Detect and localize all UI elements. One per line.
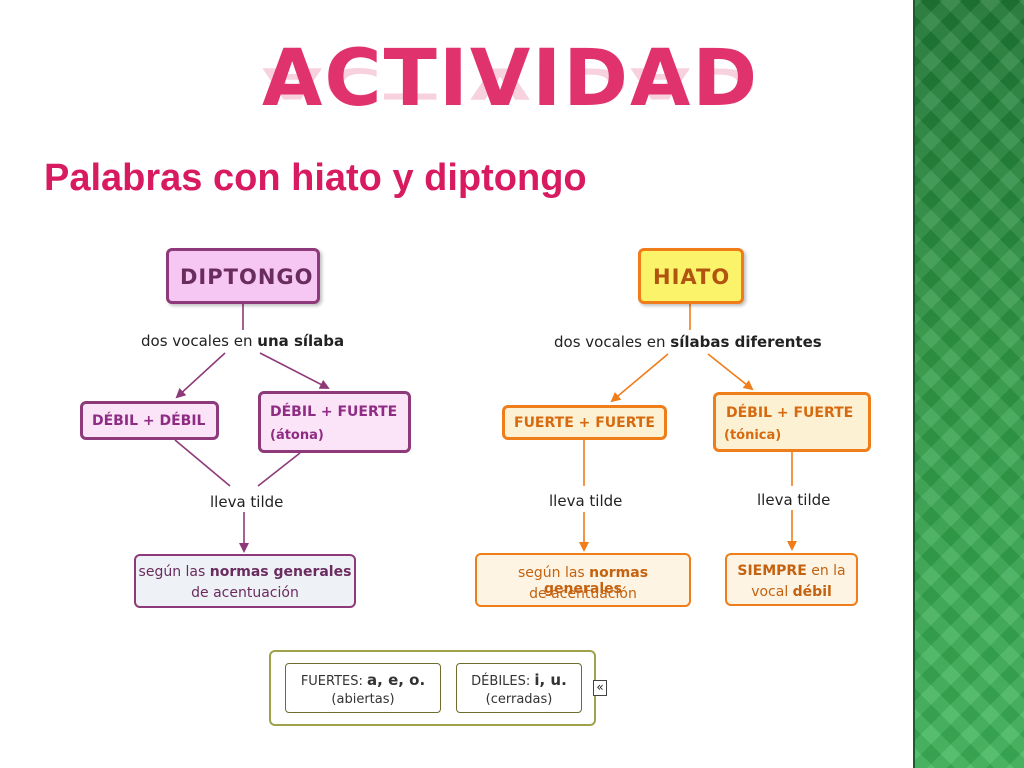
diptongo-result-line2: de acentuación	[191, 585, 299, 601]
connector-debil-fuerte-tilde	[257, 452, 301, 487]
debil-debil-label: DÉBIL + DÉBIL	[92, 413, 206, 429]
atona-label: (átona)	[270, 428, 324, 443]
arrow-to-debil-debil	[175, 352, 226, 399]
fuerte-fuerte-label: FUERTE + FUERTE	[514, 415, 655, 431]
diptongo-description: dos vocales en una sílaba	[141, 332, 345, 350]
connector-debil-debil-tilde	[174, 439, 231, 487]
diptongo-connector-label: lleva tilde	[210, 493, 284, 511]
hiato-description: dos vocales en sílabas diferentes	[554, 333, 822, 351]
tonica-label: (tónica)	[724, 428, 782, 443]
decorative-side-strip	[913, 0, 1024, 768]
vowels-legend: FUERTES: a, e, o. (abiertas) DÉBILES: i,…	[269, 650, 596, 726]
page-subtitle: Palabras con hiato y diptongo	[44, 157, 587, 199]
debil-debil-box: DÉBIL + DÉBIL	[80, 401, 219, 440]
hiato-left-connector-label: lleva tilde	[549, 492, 623, 510]
collapse-icon[interactable]: «	[593, 680, 607, 696]
diptongo-heading: DIPTONGO	[180, 265, 314, 289]
hiato-heading-box: HIATO	[638, 248, 744, 304]
arrow-to-fuerte-fuerte	[610, 353, 669, 403]
diptongo-result-line1: según las normas generales	[138, 564, 352, 580]
hiato-right-result-line1: SIEMPRE en la	[737, 563, 846, 579]
diptongo-heading-box: DIPTONGO	[166, 248, 320, 304]
strong-vowels-line: FUERTES: a, e, o.	[300, 671, 426, 689]
weak-vowels-box: DÉBILES: i, u. (cerradas)	[456, 663, 582, 713]
hiato-right-result-box: SIEMPRE en la vocal débil	[725, 553, 858, 606]
hiato-left-result-line2: de acentuación	[529, 586, 637, 602]
debil-fuerte-tonica-box: DÉBIL + FUERTE (tónica)	[713, 392, 871, 452]
strong-vowels-box: FUERTES: a, e, o. (abiertas)	[285, 663, 441, 713]
fuerte-fuerte-box: FUERTE + FUERTE	[502, 405, 667, 440]
debil-fuerte-atona-label: DÉBIL + FUERTE	[270, 404, 398, 420]
weak-vowels-sub: (cerradas)	[485, 692, 553, 707]
diptongo-result-box: según las normas generales de acentuació…	[134, 554, 356, 608]
debil-fuerte-atona-box: DÉBIL + FUERTE (átona)	[258, 391, 411, 453]
weak-vowels-line: DÉBILES: i, u.	[471, 671, 567, 689]
arrow-to-debil-fuerte-atona	[259, 352, 330, 389]
hiato-right-result-line2: vocal débil	[751, 584, 832, 600]
debil-fuerte-tonica-label: DÉBIL + FUERTE	[726, 405, 854, 421]
hiato-left-result-box: según las normas generales de acentuació…	[475, 553, 691, 607]
strong-vowels-sub: (abiertas)	[331, 692, 395, 707]
arrow-to-debil-fuerte-tonica	[707, 353, 754, 391]
hiato-left-result-line1: según las normas generales	[517, 565, 649, 597]
hiato-heading: HIATO	[653, 265, 731, 289]
hiato-right-connector-label: lleva tilde	[757, 491, 831, 509]
page-title: ACTIVIDAD	[262, 34, 760, 124]
